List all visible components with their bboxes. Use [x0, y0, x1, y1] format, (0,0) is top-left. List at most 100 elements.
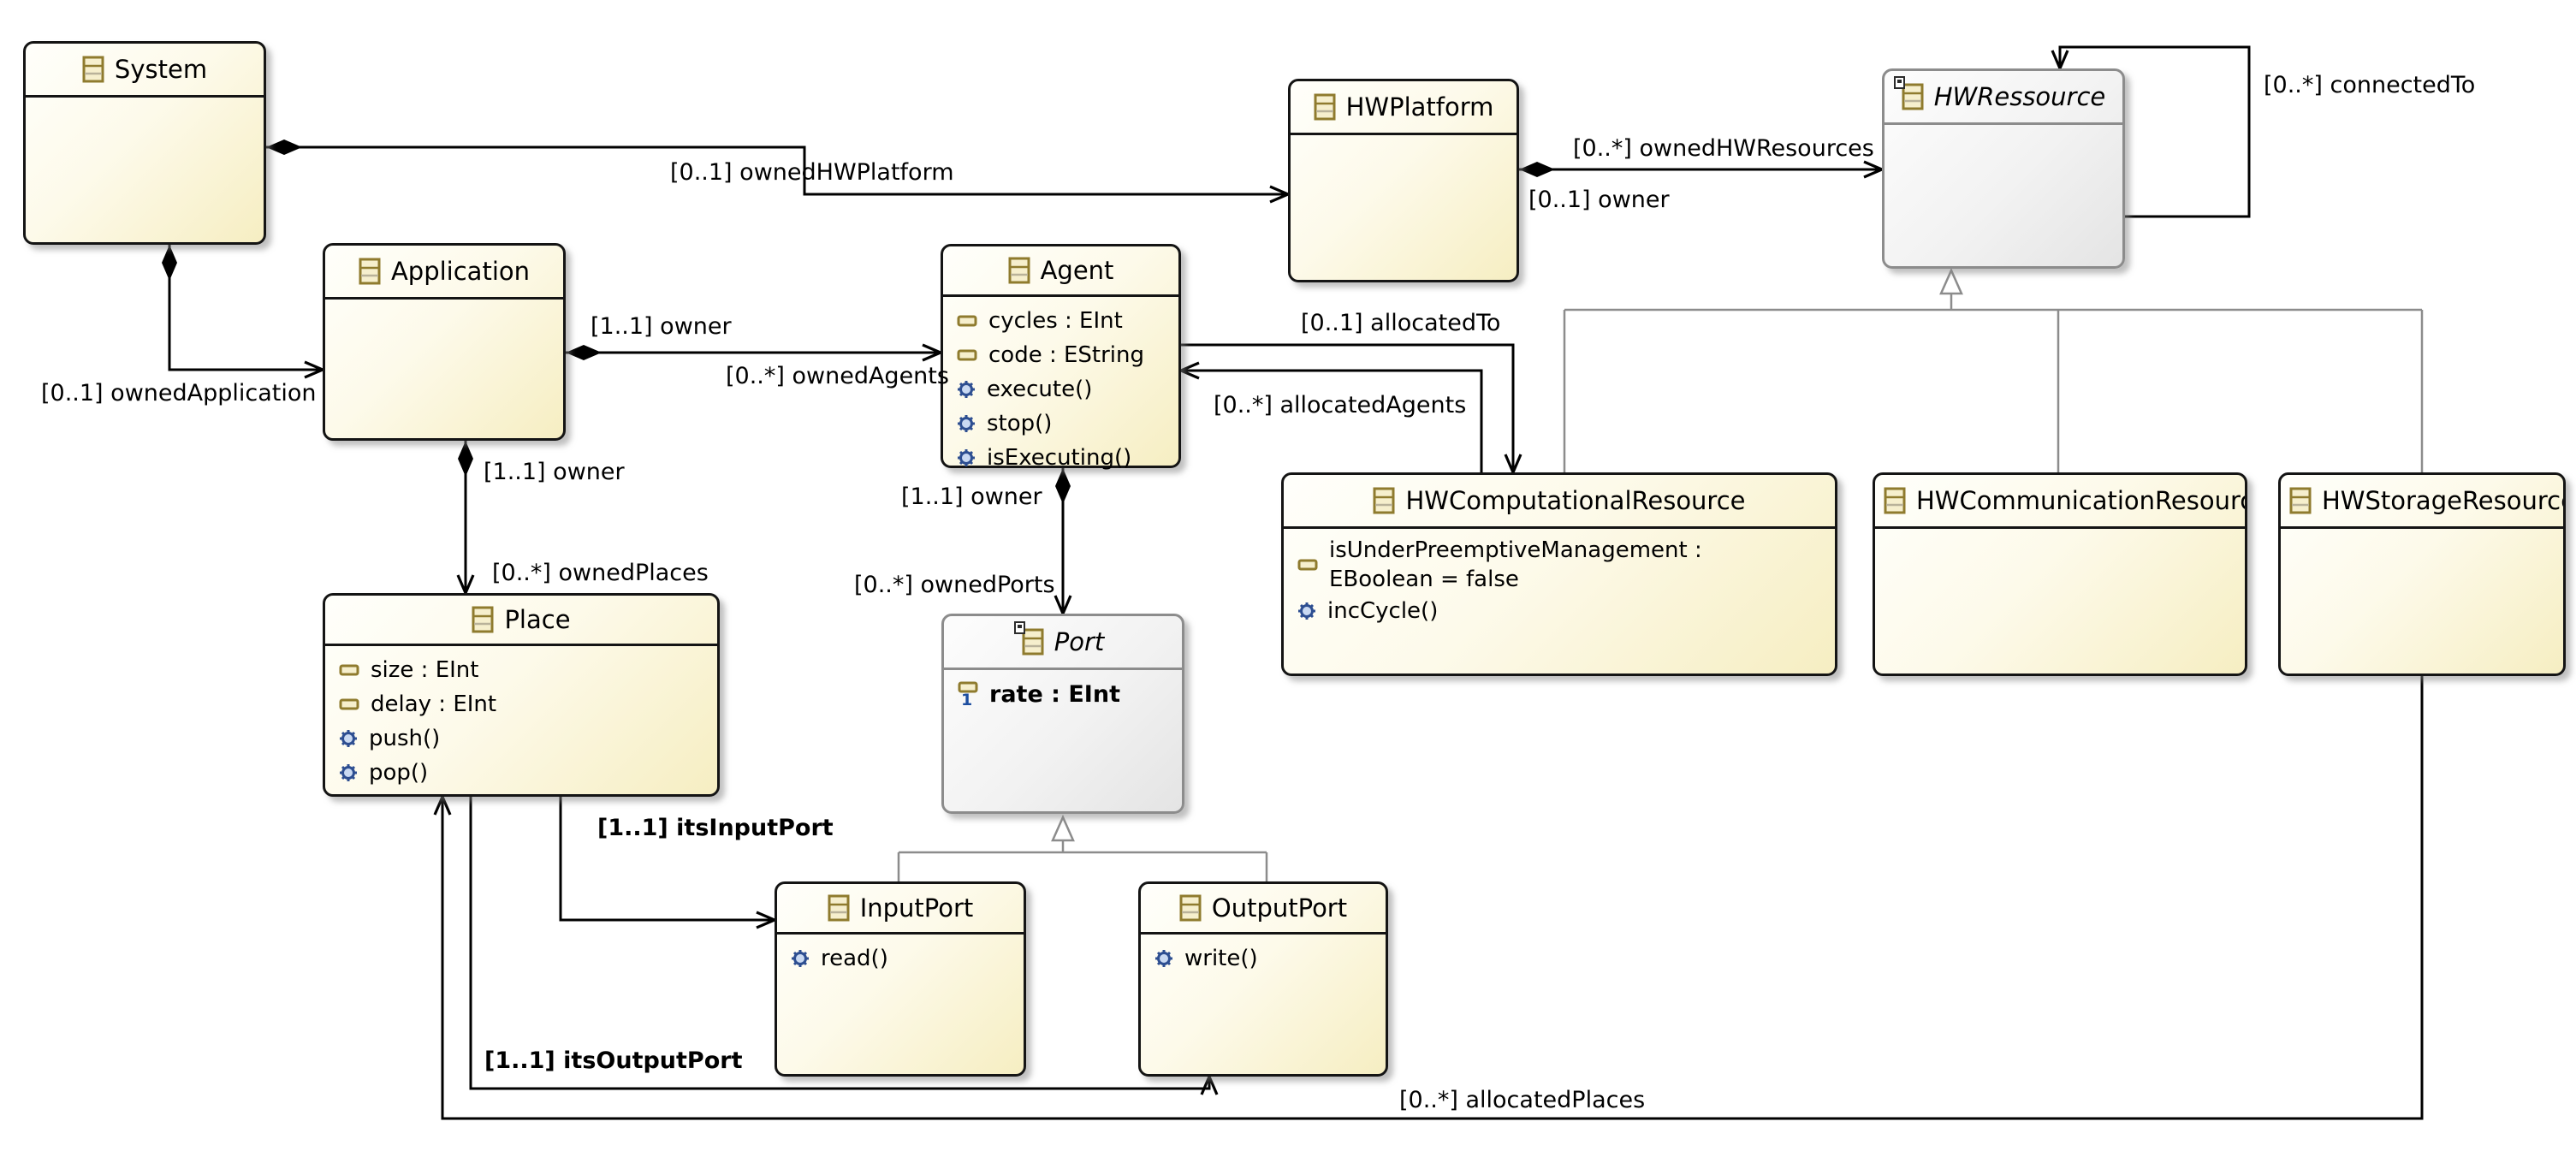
edge-label-owner-app-place[interactable]: [1..1] owner	[484, 459, 625, 485]
edge-label-owned-application[interactable]: [0..1] ownedApplication	[41, 380, 317, 406]
edge-label-owner-app-agent[interactable]: [1..1] owner	[591, 313, 732, 340]
operation-gear-icon	[957, 448, 976, 467]
edge-label-owner-platform[interactable]: [0..1] owner	[1528, 187, 1670, 213]
operation-text: read()	[821, 946, 888, 971]
class-agent-header: Agent	[943, 246, 1178, 297]
edge-allocated-to[interactable]	[1181, 343, 1522, 477]
edge-label-allocated-places[interactable]: [0..*] allocatedPlaces	[1399, 1087, 1646, 1113]
operation-row[interactable]: incCycle()	[1297, 594, 1830, 628]
operation-text: stop()	[987, 411, 1053, 436]
operation-row[interactable]: isExecuting()	[957, 441, 1173, 475]
operation-gear-icon	[1297, 602, 1316, 620]
attribute-row[interactable]: size : EInt	[339, 653, 712, 687]
eclass-icon	[1314, 93, 1336, 121]
class-name: Port	[1054, 627, 1105, 656]
attribute-icon	[957, 349, 977, 361]
class-application[interactable]: Application	[323, 243, 566, 441]
attribute-row[interactable]: delay : EInt	[339, 687, 712, 721]
operation-row[interactable]: write()	[1154, 941, 1380, 976]
class-hwressource[interactable]: HWRessource	[1882, 68, 2125, 269]
class-inputport-header: InputPort	[777, 884, 1024, 935]
operation-gear-icon	[957, 414, 976, 433]
edge-label-owned-ports[interactable]: [0..*] ownedPorts	[854, 572, 1055, 598]
class-system-body	[26, 98, 264, 108]
class-name: System	[114, 55, 208, 84]
edge-label-owned-hwplatform[interactable]: [0..1] ownedHWPlatform	[670, 159, 954, 186]
class-outputport[interactable]: OutputPort write()	[1138, 881, 1388, 1077]
edge-owned-application[interactable]	[162, 245, 327, 379]
attribute-row[interactable]: 1 rate : EInt	[958, 677, 1177, 711]
attribute-row[interactable]: isUnderPreemptiveManagement : EBoolean =…	[1297, 536, 1830, 594]
edge-label-owned-hwresources[interactable]: [0..*] ownedHWResources	[1573, 135, 1874, 162]
edge-allocated-places[interactable]	[433, 676, 2424, 1120]
eclass-icon	[472, 606, 494, 633]
class-inputport[interactable]: InputPort read()	[775, 881, 1026, 1077]
class-hwstorageresource[interactable]: HWStorageResource	[2278, 472, 2566, 676]
operation-text: isExecuting()	[987, 445, 1132, 471]
edge-label-allocated-to[interactable]: [0..1] allocatedTo	[1301, 310, 1501, 336]
class-name: HWRessource	[1933, 82, 2106, 111]
class-hwstorageresource-body	[2281, 529, 2563, 539]
class-name: Agent	[1040, 256, 1114, 285]
class-hwplatform-header: HWPlatform	[1291, 81, 1517, 135]
class-hwcommunicationresource-body	[1875, 529, 2245, 539]
edge-label-connected-to[interactable]: [0..*] connectedTo	[2264, 72, 2476, 98]
edge-its-input-port[interactable]	[559, 797, 779, 929]
class-place[interactable]: Place size : EInt delay : EInt push()	[323, 593, 720, 797]
attribute-icon	[339, 698, 359, 710]
edge-owned-hwplatform[interactable]	[266, 139, 1292, 204]
class-application-body	[325, 300, 563, 310]
edge-label-owned-places[interactable]: [0..*] ownedPlaces	[492, 560, 709, 586]
class-name: Application	[390, 257, 531, 286]
class-outputport-header: OutputPort	[1141, 884, 1386, 935]
edge-its-output-port[interactable]	[469, 797, 1219, 1095]
class-hwcomputationalresource-header: HWComputationalResource	[1284, 475, 1835, 529]
eclass-icon	[2289, 487, 2312, 514]
operation-gear-icon	[1154, 949, 1173, 968]
attribute-row[interactable]: cycles : EInt	[957, 304, 1173, 338]
abstract-eclass-icon	[1893, 76, 1924, 110]
abstract-eclass-icon	[1013, 621, 1044, 656]
edge-label-its-input-port[interactable]: [1..1] itsInputPort	[597, 815, 834, 841]
class-name: HWCommunicationResource	[1916, 486, 2245, 515]
edge-label-owned-agents[interactable]: [0..*] ownedAgents	[726, 363, 949, 389]
eclass-icon	[359, 258, 381, 285]
operation-text: push()	[369, 726, 441, 751]
operation-row[interactable]: push()	[339, 721, 712, 756]
class-hwplatform[interactable]: HWPlatform	[1288, 79, 1519, 282]
operation-row[interactable]: pop()	[339, 756, 712, 790]
operation-text: pop()	[369, 760, 429, 786]
edge-allocated-agents[interactable]	[1177, 361, 1483, 472]
edge-connected-to[interactable]	[2051, 45, 2251, 218]
operation-row[interactable]: stop()	[957, 406, 1173, 441]
attribute-text: size : EInt	[371, 657, 479, 683]
eclass-icon	[828, 894, 850, 922]
class-hwcomputationalresource[interactable]: HWComputationalResource isUnderPreemptiv…	[1281, 472, 1837, 676]
abstract-badge	[1013, 621, 1025, 634]
operation-row[interactable]: read()	[791, 941, 1018, 976]
edge-label-its-output-port[interactable]: [1..1] itsOutputPort	[484, 1047, 743, 1074]
class-port[interactable]: Port 1 rate : EInt	[941, 614, 1184, 814]
operation-gear-icon	[339, 763, 358, 782]
operation-gear-icon	[339, 729, 358, 748]
operation-row[interactable]: execute()	[957, 372, 1173, 406]
edge-label-allocated-agents[interactable]: [0..*] allocatedAgents	[1214, 392, 1467, 418]
class-port-header: Port	[944, 616, 1182, 670]
attribute-row[interactable]: code : EString	[957, 338, 1173, 372]
eclass-icon	[82, 56, 104, 83]
attribute-icon	[1297, 559, 1318, 571]
class-hwcommunicationresource[interactable]: HWCommunicationResource	[1873, 472, 2247, 676]
attribute-text: rate : EInt	[989, 680, 1120, 708]
attribute-id-icon: 1	[958, 681, 978, 707]
class-name: HWStorageResource	[2322, 486, 2563, 515]
edge-label-owner-agent-port[interactable]: [1..1] owner	[901, 484, 1042, 510]
class-system[interactable]: System	[23, 41, 266, 245]
class-name: OutputPort	[1211, 893, 1348, 923]
class-agent[interactable]: Agent cycles : EInt code : EString execu…	[941, 244, 1181, 471]
class-place-header: Place	[325, 596, 717, 646]
attribute-text: code : EString	[988, 342, 1145, 368]
class-application-header: Application	[325, 246, 563, 300]
operation-text: write()	[1184, 946, 1258, 971]
